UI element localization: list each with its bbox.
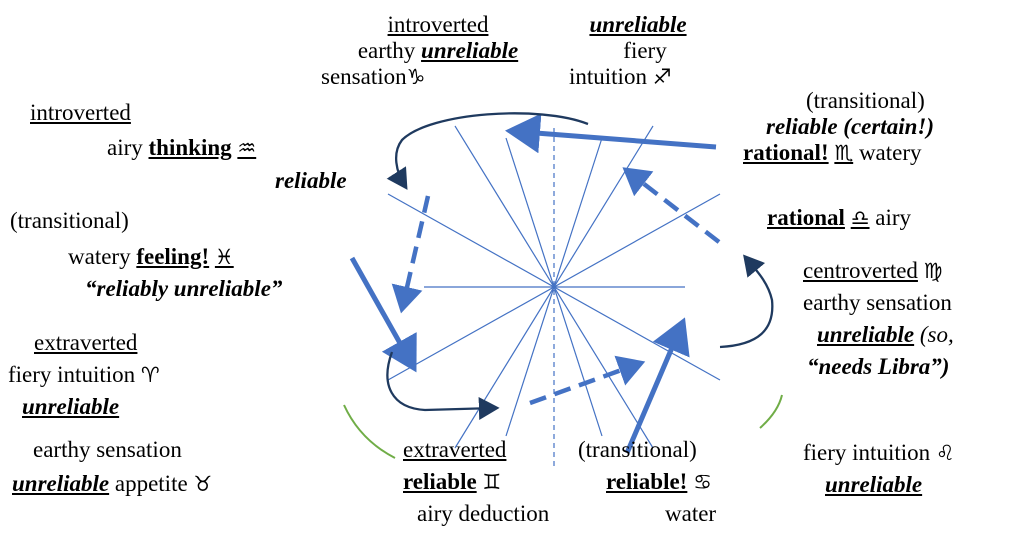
leo-label: fiery intuition ♌ unreliable <box>803 440 1018 498</box>
curve-arrow-aries-to-gemini <box>386 351 500 420</box>
sagittarius-function-line: intuition ♐ <box>569 64 672 89</box>
aquarius-function-line: airy thinking ♒ <box>107 135 257 160</box>
spoke-75 <box>505 137 603 437</box>
capricorn-orientation: introverted <box>387 12 489 37</box>
capricorn-icon: ♑ <box>406 65 426 89</box>
gemini-function: airy deduction <box>417 501 550 526</box>
arrow-scorpio-to-sagittarius <box>505 113 717 154</box>
sagittarius-icon: ♐ <box>652 65 672 89</box>
aquarius-orientation: introverted <box>30 100 131 125</box>
virgo-orientation: centroverted ♍ <box>803 258 943 283</box>
pisces-reliability: “reliably unreliable” <box>85 276 283 301</box>
gemini-orientation: extraverted <box>403 437 507 462</box>
dashed-arrow-aquarius-to-pisces <box>391 195 431 314</box>
arrow-pisces-to-aries <box>349 256 417 373</box>
aries-icon: ♈ <box>140 363 160 387</box>
cancer-element: water <box>665 501 717 526</box>
curve-arrow-capricorn-to-aquarius <box>386 112 589 190</box>
taurus-icon: ♉ <box>193 472 213 496</box>
cancer-transitional: (transitional) <box>578 437 697 462</box>
virgo-icon: ♍ <box>923 259 943 283</box>
capricorn-element-line: earthy unreliable <box>357 38 519 63</box>
scorpio-icon: ♏ <box>834 141 854 165</box>
aquarius-label: introverted airy thinking ♒ reliable <box>30 100 390 194</box>
aquarius-icon: ♒ <box>237 136 257 160</box>
leo-function-line: fiery intuition ♌ <box>803 440 955 465</box>
dashed-arrow-gemini-to-cancer <box>529 355 646 406</box>
taurus-function: earthy sensation <box>33 437 182 462</box>
pisces-transitional: (transitional) <box>10 208 129 233</box>
cancer-icon: ♋ <box>693 470 712 494</box>
gemini-label: extraverted reliable ♊ airy deduction <box>403 437 583 527</box>
libra-label: rational ♎ airy <box>767 205 912 230</box>
scorpio-function-line: rational! ♏ watery <box>743 140 922 165</box>
taurus-label: earthy sensation unreliable appetite ♉ <box>12 437 322 497</box>
aries-orientation: extraverted <box>34 330 138 355</box>
scorpio-transitional: (transitional) <box>806 88 925 113</box>
sagittarius-element: fiery <box>623 38 667 63</box>
capricorn-function-line: sensation♑ <box>321 64 426 89</box>
aries-reliability: unreliable <box>22 394 120 419</box>
dashed-arrow-libra-to-scorpio <box>622 167 721 244</box>
capricorn-label: introverted earthy unreliable sensation♑ <box>318 12 558 90</box>
leo-icon: ♌ <box>935 441 955 465</box>
scorpio-reliability: reliable (certain!) <box>766 114 934 139</box>
cancer-label: (transitional) reliable! ♋ water <box>578 437 758 527</box>
cancer-reliability-line: reliable! ♋ <box>606 469 712 494</box>
virgo-label: centroverted ♍ earthy sensation unreliab… <box>803 258 1018 380</box>
green-arc-left <box>343 404 396 459</box>
virgo-reliability: unreliable (so, <box>817 322 954 347</box>
curve-arrow-virgo-to-libra <box>719 254 774 349</box>
pisces-label: (transitional) watery feeling! ♓ “reliab… <box>10 208 380 302</box>
virgo-note: “needs Libra”) <box>807 354 950 379</box>
sagittarius-reliability: unreliable <box>589 12 687 37</box>
aries-function-line: fiery intuition ♈ <box>8 362 160 387</box>
scorpio-label: (transitional) reliable (certain!) ratio… <box>740 88 1015 166</box>
gemini-reliability-line: reliable ♊ <box>403 469 502 494</box>
aries-label: extraverted fiery intuition ♈ unreliable <box>8 330 248 420</box>
aquarius-reliability: reliable <box>275 168 347 193</box>
gemini-icon: ♊ <box>482 470 502 494</box>
sagittarius-label: unreliable fiery intuition ♐ <box>563 12 713 90</box>
pisces-function-line: watery feeling! ♓ <box>68 244 234 269</box>
libra-icon: ♎ <box>850 206 870 230</box>
pisces-icon: ♓ <box>214 245 234 269</box>
leo-reliability: unreliable <box>825 472 923 497</box>
taurus-reliability-line: unreliable appetite ♉ <box>12 471 213 496</box>
green-arc-right <box>759 394 783 429</box>
virgo-function: earthy sensation <box>803 290 952 315</box>
arrow-cancer-to-libra <box>624 317 690 454</box>
